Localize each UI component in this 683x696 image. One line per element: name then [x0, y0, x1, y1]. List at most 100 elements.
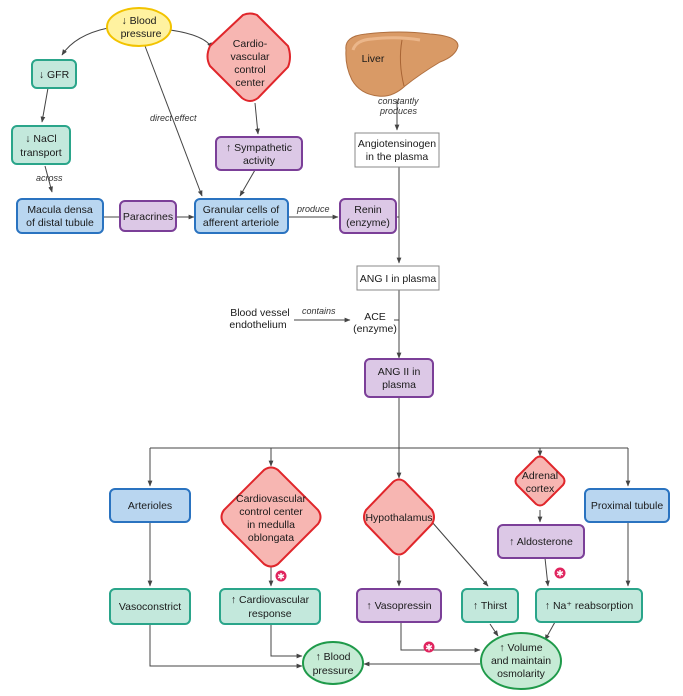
svg-text:endothelium: endothelium	[229, 319, 286, 331]
svg-text:✱: ✱	[277, 573, 285, 583]
node-blood-pressure-bottom: ↑ Blood pressure	[302, 641, 364, 685]
node-na-reabsorption: ↑ Na⁺ reabsorption	[535, 588, 643, 623]
node-sympathetic: ↑ Sympathetic activity	[215, 136, 303, 171]
svg-text:(enzyme): (enzyme)	[353, 323, 397, 335]
edge-hypothalamus-thirst	[431, 521, 489, 587]
svg-text:↑ Vasopressin: ↑ Vasopressin	[366, 600, 431, 612]
svg-text:↑ Cardiovascular: ↑ Cardiovascular	[231, 594, 310, 606]
node-ang2: ANG II in plasma	[364, 358, 434, 398]
svg-text:Cardiovascular: Cardiovascular	[236, 493, 307, 505]
svg-text:in the plasma: in the plasma	[366, 151, 429, 163]
svg-text:Proximal tubule: Proximal tubule	[591, 500, 664, 512]
edge-bp-direct-effect	[144, 45, 203, 197]
svg-text:Renin: Renin	[354, 204, 382, 216]
node-vessel: Blood vessel endothelium	[229, 307, 289, 331]
svg-text:vascular: vascular	[230, 51, 270, 63]
node-cardio-center-top: Cardio- vascular control center	[206, 12, 291, 102]
svg-text:ANG II in: ANG II in	[378, 366, 421, 378]
svg-text:pressure: pressure	[121, 28, 162, 40]
node-liver: Liver	[345, 31, 459, 97]
node-ang1: ANG I in plasma	[356, 265, 440, 291]
svg-text:Adrenal: Adrenal	[522, 470, 558, 482]
edge-gfr-to-nacl	[40, 87, 49, 123]
svg-text:cortex: cortex	[526, 483, 555, 495]
svg-text:Cardio-: Cardio-	[233, 38, 268, 50]
svg-text:Macula densa: Macula densa	[27, 204, 93, 216]
svg-text:center: center	[235, 77, 265, 89]
edge-aldosterone-na	[544, 557, 550, 587]
label-produce: produce	[296, 204, 330, 214]
label-direct-effect: direct effect	[150, 113, 197, 123]
node-medulla: Cardiovascular control center in medulla…	[220, 466, 322, 568]
label-constantly: constantly	[378, 96, 419, 106]
svg-text:Blood vessel: Blood vessel	[230, 307, 290, 319]
svg-text:osmolarity: osmolarity	[497, 668, 546, 680]
svg-text:pressure: pressure	[313, 665, 354, 677]
svg-text:Arterioles: Arterioles	[128, 500, 172, 512]
svg-text:Granular cells of: Granular cells of	[203, 204, 280, 216]
node-adrenal: Adrenal cortex	[514, 455, 566, 507]
edge-cardio-to-symp	[254, 102, 260, 135]
node-arterioles: Arterioles	[109, 488, 191, 523]
edge-labels: direct effect across produce constantly …	[36, 96, 419, 316]
svg-text:↑ Na⁺ reabsorption: ↑ Na⁺ reabsorption	[545, 600, 634, 612]
edge-bp-to-gfr	[61, 27, 109, 56]
node-aldosterone: ↑ Aldosterone	[497, 524, 585, 559]
edge-vasoconstrict-bp	[149, 624, 303, 669]
label-contains: contains	[302, 306, 336, 316]
svg-text:↓ Blood: ↓ Blood	[121, 15, 156, 27]
node-hypothalamus: Hypothalamus	[363, 478, 435, 556]
svg-text:✱: ✱	[556, 570, 564, 580]
svg-text:↓ NaCl: ↓ NaCl	[25, 133, 57, 145]
svg-text:↑ Blood: ↑ Blood	[315, 651, 350, 663]
svg-text:↑ Thirst: ↑ Thirst	[473, 600, 507, 612]
edge-thirst-volume	[489, 623, 499, 637]
node-macula: Macula densa of distal tubule	[16, 198, 104, 234]
svg-text:Liver: Liver	[362, 53, 385, 65]
svg-text:in medulla: in medulla	[247, 519, 295, 531]
svg-text:Angiotensinogen: Angiotensinogen	[358, 138, 436, 150]
node-proximal: Proximal tubule	[584, 488, 670, 523]
edge-symp-to-granular	[239, 169, 256, 197]
edges	[40, 27, 631, 669]
node-angiotensinogen: Angiotensinogen in the plasma	[354, 132, 440, 168]
edge-vasopressin-volume	[400, 622, 481, 653]
node-paracrines: Paracrines	[119, 200, 177, 232]
svg-text:oblongata: oblongata	[248, 532, 294, 544]
signal-markers: ✱ ✱ ✱	[275, 567, 566, 654]
node-thirst: ↑ Thirst	[461, 588, 519, 623]
svg-text:↑ Sympathetic: ↑ Sympathetic	[226, 142, 292, 154]
svg-text:afferent arteriole: afferent arteriole	[203, 217, 279, 229]
svg-text:response: response	[248, 608, 291, 620]
svg-text:ACE: ACE	[364, 311, 386, 323]
svg-text:and maintain: and maintain	[491, 655, 551, 667]
svg-text:control center: control center	[239, 506, 303, 518]
signal-marker-icon: ✱	[554, 567, 566, 580]
node-vasopressin: ↑ Vasopressin	[356, 588, 442, 623]
svg-text:Hypothalamus: Hypothalamus	[365, 512, 432, 524]
svg-text:↑ Aldosterone: ↑ Aldosterone	[509, 536, 573, 548]
node-gfr: ↓ GFR	[31, 59, 77, 89]
node-cardio-response: ↑ Cardiovascular response	[219, 588, 321, 625]
svg-text:ANG I in plasma: ANG I in plasma	[360, 273, 437, 285]
liver-icon	[345, 31, 459, 97]
node-nacl: ↓ NaCl transport	[11, 125, 71, 165]
node-volume: ↑ Volume and maintain osmolarity	[480, 632, 562, 690]
svg-text:control: control	[234, 64, 266, 76]
svg-text:activity: activity	[243, 155, 276, 167]
signal-marker-icon: ✱	[423, 641, 435, 654]
node-granular: Granular cells of afferent arteriole	[194, 198, 289, 234]
node-vasoconstrict: Vasoconstrict	[109, 588, 191, 625]
edge-cardioresponse-bp	[270, 624, 303, 659]
label-across: across	[36, 173, 63, 183]
svg-text:(enzyme): (enzyme)	[346, 217, 390, 229]
svg-text:Paracrines: Paracrines	[123, 211, 173, 223]
svg-text:Vasoconstrict: Vasoconstrict	[119, 601, 181, 613]
svg-text:of distal tubule: of distal tubule	[26, 217, 94, 229]
node-blood-pressure-top: ↓ Blood pressure	[106, 7, 172, 47]
svg-text:↓ GFR: ↓ GFR	[39, 69, 70, 81]
node-renin: Renin (enzyme)	[339, 198, 397, 234]
svg-text:plasma: plasma	[382, 379, 416, 391]
node-ace: ACE (enzyme)	[353, 311, 397, 335]
svg-text:✱: ✱	[425, 644, 433, 654]
